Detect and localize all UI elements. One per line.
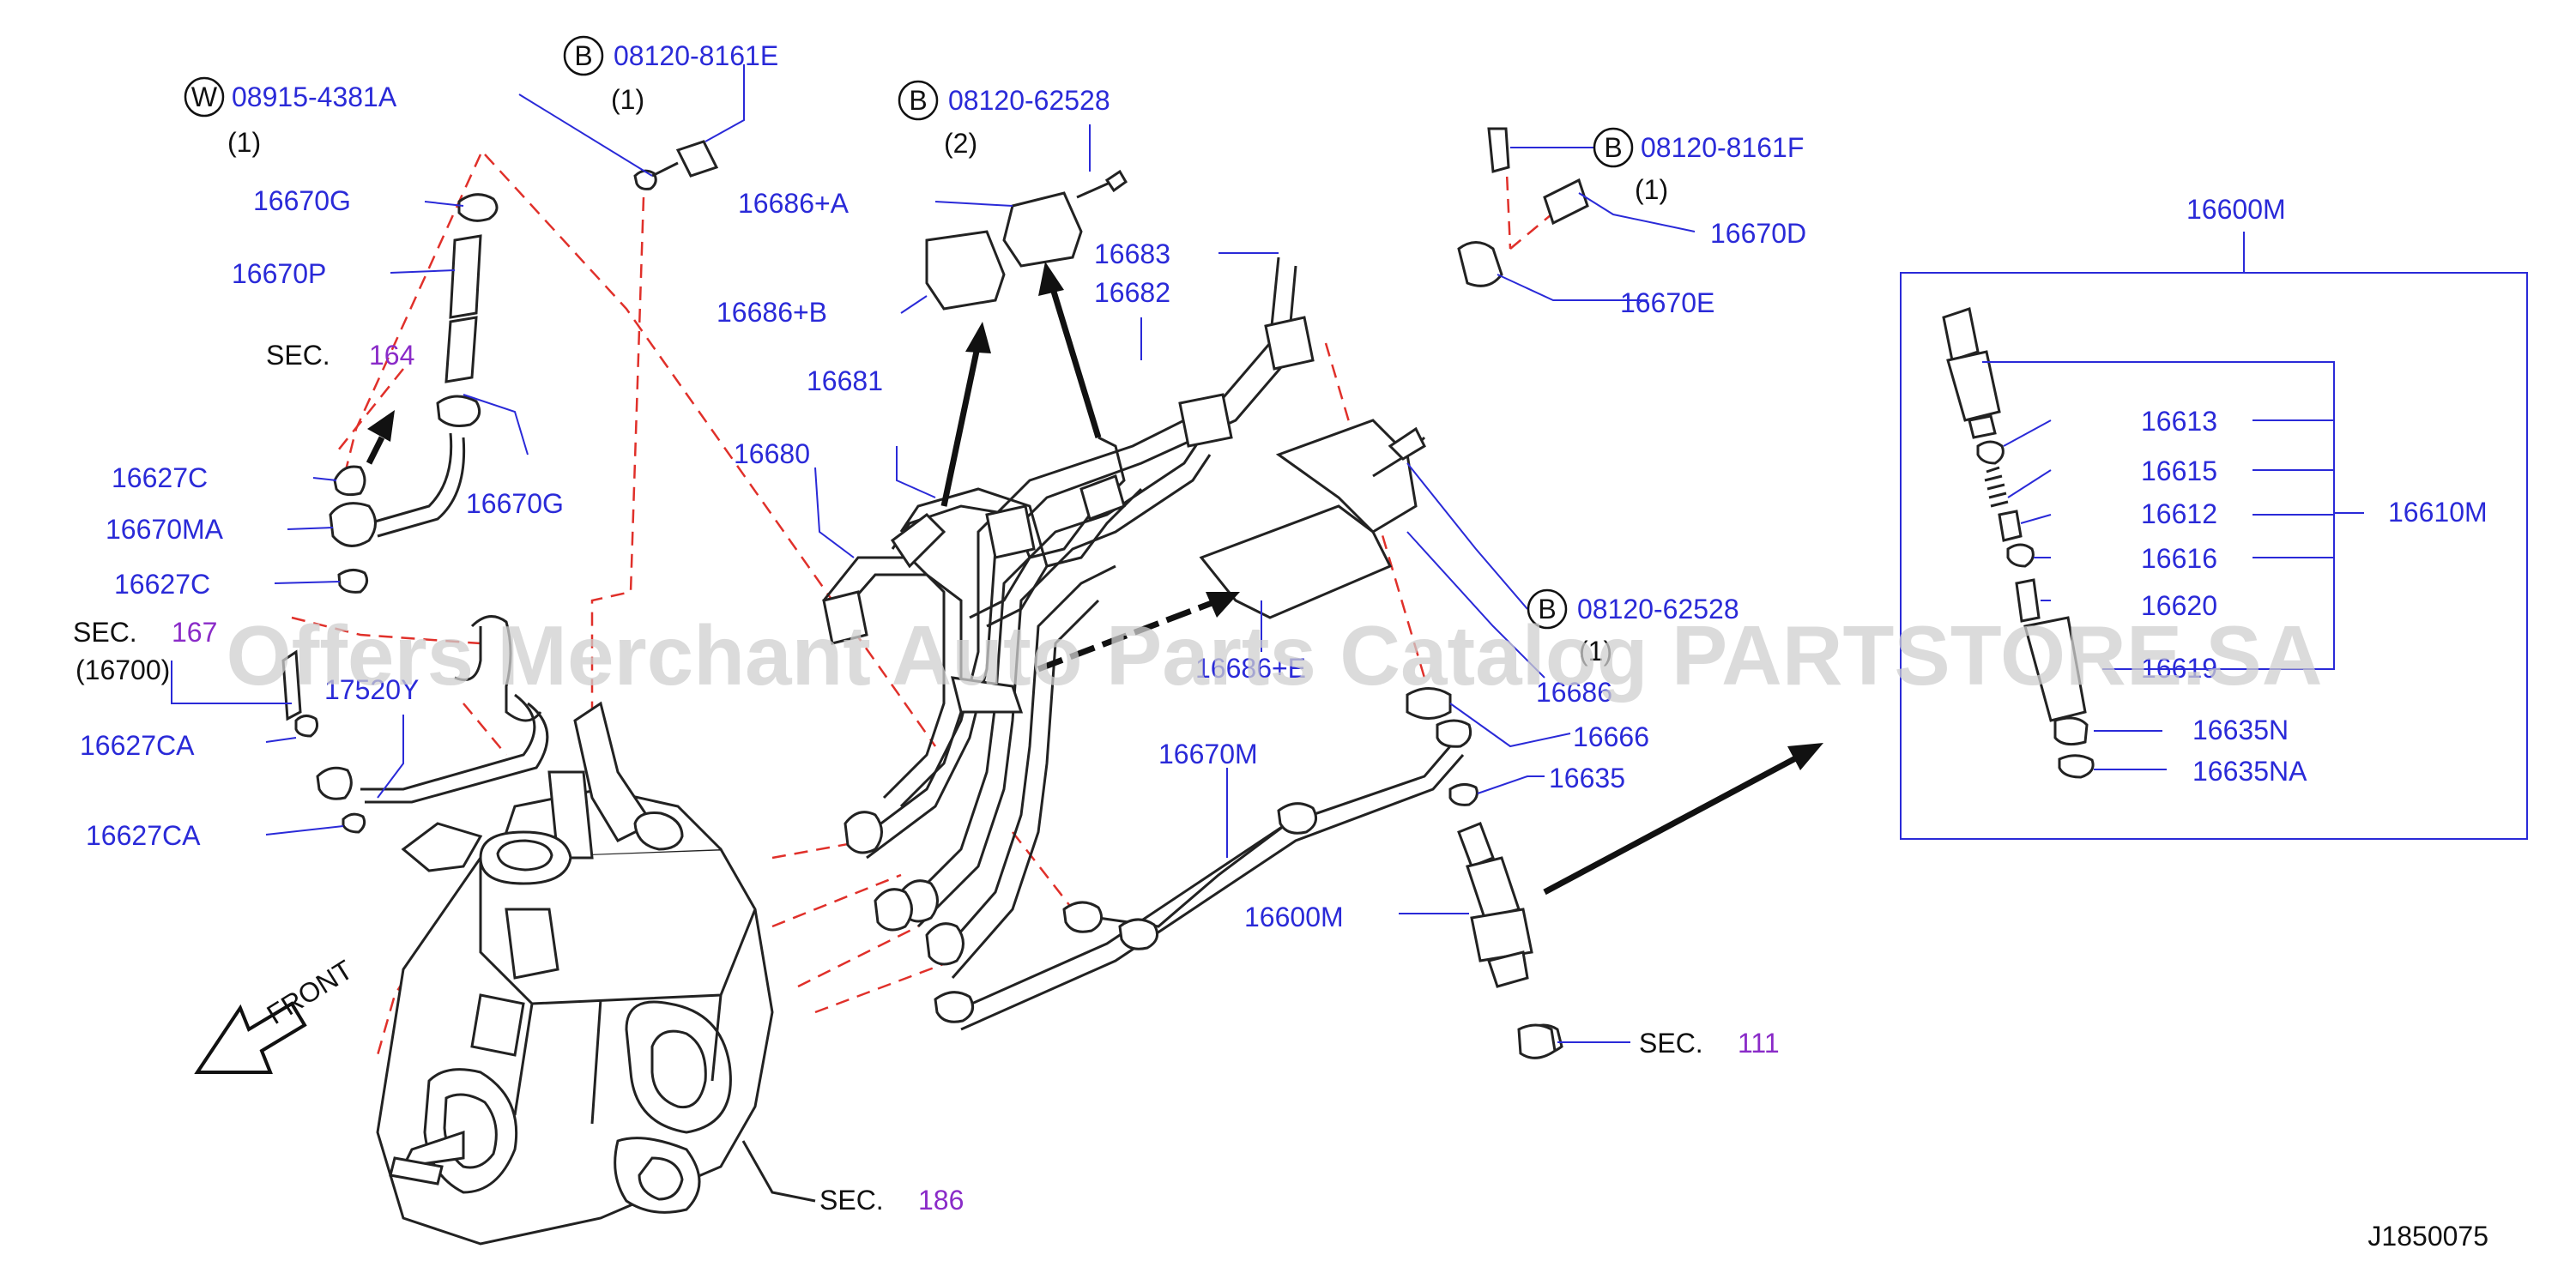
label-16635n: 16635N (2192, 715, 2289, 745)
label-16670d: 16670D (1710, 218, 1806, 249)
label-16635na: 16635NA (2192, 756, 2307, 787)
label-17520y: 17520Y (324, 674, 419, 705)
callout-part-number: 08915-4381A (232, 81, 397, 112)
label-16616: 16616 (2141, 543, 2217, 574)
callout-qty: (1) (611, 84, 644, 115)
callout-letter: B (909, 85, 927, 116)
injector-exploded-box (1900, 272, 2528, 840)
callout-circle (898, 80, 939, 121)
label-16670g-top: 16670G (253, 185, 351, 216)
callout-part-number: 08120-62528 (1577, 594, 1739, 624)
label-16681: 16681 (807, 365, 883, 396)
direction-arrows (194, 262, 1823, 1074)
callout-part-number: 08120-62528 (948, 85, 1110, 116)
callout-letter: W (191, 81, 218, 112)
section-reference-111: SEC. 111 (1639, 1028, 1780, 1059)
label-16686b: 16686+B (717, 297, 827, 328)
label-16666: 16666 (1573, 721, 1649, 752)
watermark: Offers Merchant Auto Parts Catalog PARTS… (226, 608, 2322, 703)
section-reference-186: SEC. 186 (819, 1185, 964, 1216)
injection-tubes (822, 256, 1315, 979)
label-16600m-main: 16600M (1244, 902, 1344, 932)
callout-part-number: 08120-8161F (1641, 132, 1804, 163)
leak-off-hose-parts (281, 140, 719, 834)
injector-main (1457, 822, 1563, 1055)
label-16683: 16683 (1094, 238, 1170, 269)
return-pipe (934, 719, 1478, 1031)
leader-lines (171, 64, 2364, 1043)
label-16670g-bottom: 16670G (466, 488, 564, 519)
label-16627c-2: 16627C (114, 569, 210, 600)
callout-qty: (1) (1579, 636, 1612, 667)
label-16670p: 16670P (232, 258, 326, 289)
callout-b-08120-62528-top: B 08120-62528 (2) (898, 80, 1110, 159)
label-16627ca-1: 16627CA (80, 730, 195, 761)
section-reference-164: SEC. 164 (266, 340, 414, 371)
label-16680: 16680 (734, 438, 810, 469)
callout-b-08120-8161f: B 08120-8161F (1) (1593, 127, 1804, 205)
label-16610m: 16610M (2388, 497, 2488, 528)
label-16613: 16613 (2141, 406, 2217, 437)
label-16670e: 16670E (1620, 287, 1714, 318)
label-16670ma: 16670MA (106, 514, 224, 545)
sec-number: 186 (918, 1185, 964, 1216)
label-16620: 16620 (2141, 590, 2217, 621)
callout-circle (1527, 588, 1568, 630)
callout-letter: B (574, 40, 592, 71)
label-16686: 16686 (1536, 677, 1612, 708)
callout-part-number: 08120-8161E (614, 40, 778, 71)
sec-prefix: SEC. (266, 340, 330, 371)
sec-sub: (16700) (76, 655, 170, 685)
sec-prefix: SEC. (819, 1185, 884, 1216)
sec-prefix: SEC. (73, 617, 137, 648)
sec-number: 111 (1738, 1028, 1780, 1059)
callout-circle (1593, 127, 1634, 168)
sec-number: 167 (172, 617, 217, 648)
callout-qty: (1) (227, 127, 261, 158)
callout-letter: B (1604, 132, 1622, 163)
diagram-id: J1850075 (2367, 1221, 2488, 1252)
callout-circle (563, 35, 604, 76)
front-arrow-icon (194, 1001, 307, 1074)
callout-b-08120-62528-mid: B 08120-62528 (1) (1527, 588, 1739, 667)
sec-prefix: SEC. (1639, 1028, 1703, 1059)
label-16619: 16619 (2141, 653, 2217, 684)
callout-w-08915-4381a: W 08915-4381A (1) (184, 76, 397, 158)
callout-letter: B (1538, 594, 1556, 624)
section-reference-167: SEC. 167 (16700) (73, 617, 217, 685)
label-16615: 16615 (2141, 456, 2217, 486)
part-labels: 16670G 16670P 16670G 16627C 16670MA 1662… (80, 185, 2488, 932)
label-16612: 16612 (2141, 498, 2217, 529)
label-16627ca-2: 16627CA (86, 820, 201, 851)
injection-pump (376, 701, 816, 1246)
callout-b-08120-8161e: B 08120-8161E (1) (563, 35, 778, 115)
label-16686e: 16686+E (1195, 653, 1306, 684)
label-16635: 16635 (1549, 763, 1625, 793)
callout-qty: (2) (944, 128, 977, 159)
sec111-plug (1517, 1023, 1557, 1059)
label-16682: 16682 (1094, 277, 1170, 308)
label-16600m-box: 16600M (2186, 194, 2286, 225)
callout-qty: (1) (1635, 174, 1668, 205)
label-16686a: 16686+A (738, 188, 850, 219)
sec-number: 164 (369, 340, 414, 371)
clamps-brackets (925, 127, 1589, 720)
label-16670m: 16670M (1158, 739, 1258, 769)
label-16627c-1: 16627C (112, 462, 208, 493)
front-label: FRONT (262, 954, 359, 1030)
callout-circle (184, 76, 225, 118)
